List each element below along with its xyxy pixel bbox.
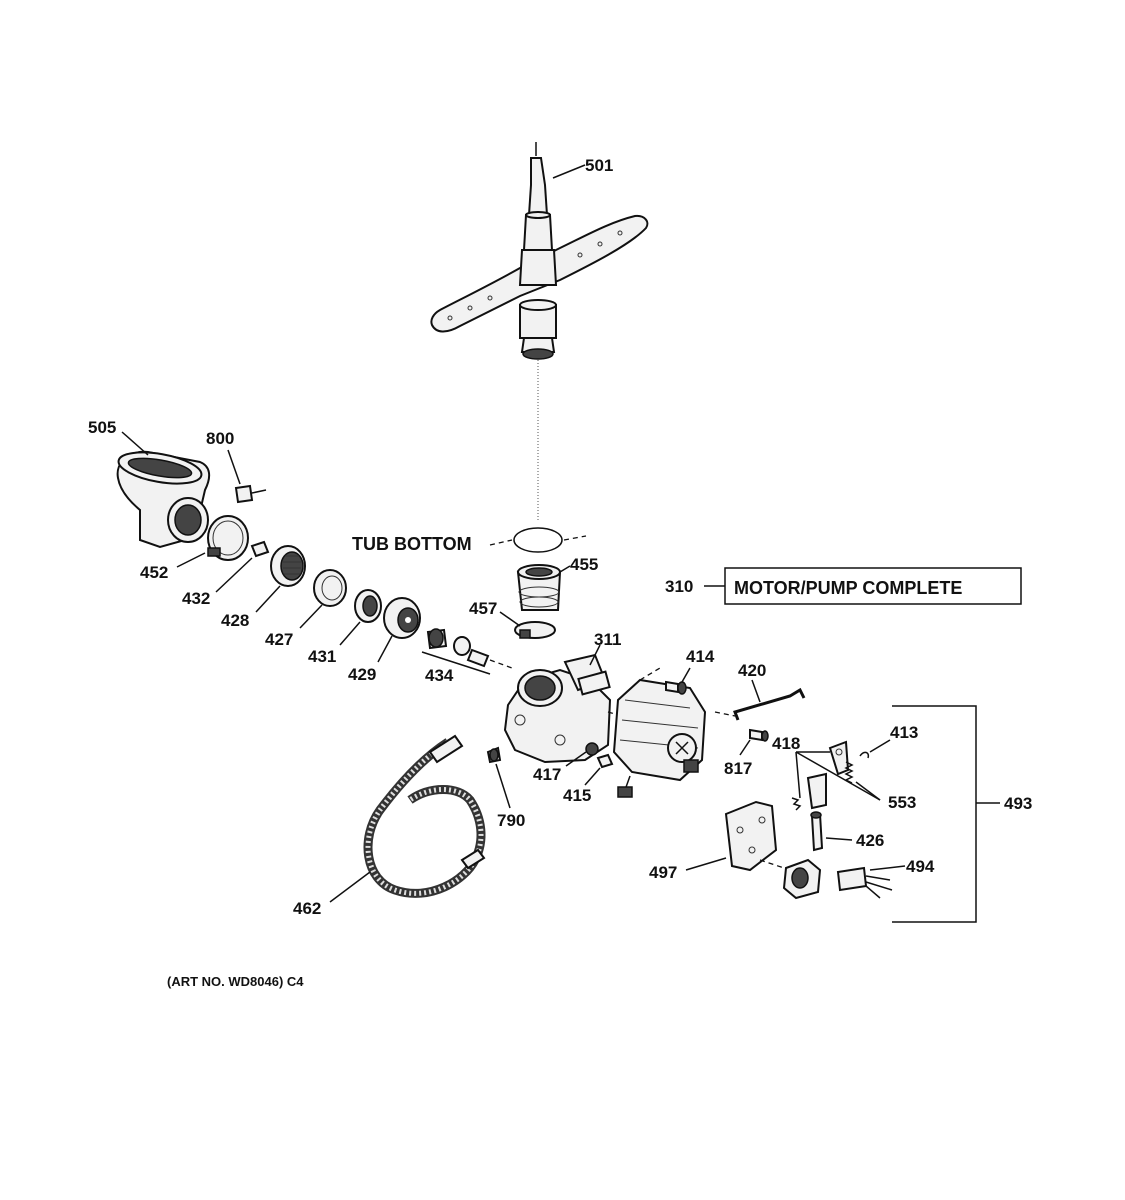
group-bracket-493 <box>892 705 977 923</box>
label-429: 429 <box>348 665 376 684</box>
motor-pump-box[interactable] <box>724 567 1022 605</box>
leader-462 <box>329 871 371 903</box>
label-553: 553 <box>888 793 916 812</box>
art-number: (ART NO. WD8046) C4 <box>167 974 304 989</box>
part-414-screw[interactable] <box>665 680 687 695</box>
label-motor-pump: MOTOR/PUMP COMPLETE <box>734 578 962 598</box>
label-501: 501 <box>585 156 613 175</box>
leader-494 <box>869 865 906 871</box>
leader-501 <box>552 164 586 179</box>
part-428-filter[interactable] <box>270 545 306 587</box>
label-428: 428 <box>221 611 249 630</box>
label-452: 452 <box>140 563 168 582</box>
label-420: 420 <box>738 661 766 680</box>
leader-432 <box>215 557 253 593</box>
leader-417 <box>565 751 587 767</box>
label-505: 505 <box>88 418 116 437</box>
part-solenoid[interactable] <box>782 858 822 900</box>
leader-414 <box>681 667 691 683</box>
leader-428 <box>255 585 281 613</box>
label-427: 427 <box>265 630 293 649</box>
part-429-impeller[interactable] <box>383 597 421 639</box>
label-462: 462 <box>293 899 321 918</box>
part-790-clip[interactable] <box>486 746 502 764</box>
leader-553-b <box>795 751 801 799</box>
label-800: 800 <box>206 429 234 448</box>
part-455-coupling[interactable] <box>516 564 562 611</box>
leader-311 <box>589 644 601 666</box>
label-434: 434 <box>425 666 454 685</box>
part-420-rod[interactable] <box>714 687 806 721</box>
leader-817 <box>739 739 751 756</box>
part-413-clip[interactable] <box>859 751 870 759</box>
part-800-clip[interactable] <box>234 484 267 504</box>
leader-505 <box>121 431 149 456</box>
part-462-drain-hose[interactable] <box>363 734 486 898</box>
leader-455 <box>559 565 571 573</box>
label-817: 817 <box>724 759 752 778</box>
label-432: 432 <box>182 589 210 608</box>
label-418: 418 <box>772 734 800 753</box>
part-457-clamp[interactable] <box>514 621 556 639</box>
leader-553-a <box>795 751 881 801</box>
label-415: 415 <box>563 786 591 805</box>
label-417: 417 <box>533 765 561 784</box>
leader-452 <box>176 552 206 568</box>
leader-429 <box>377 635 393 663</box>
part-311-pump[interactable] <box>503 653 631 764</box>
label-455: 455 <box>570 555 598 574</box>
label-413: 413 <box>890 723 918 742</box>
leader-420 <box>751 679 761 703</box>
part-434-seal-group[interactable] <box>421 628 513 675</box>
leader-415 <box>584 767 601 786</box>
part-505-sump[interactable] <box>116 447 211 549</box>
label-494: 494 <box>906 857 935 876</box>
label-497: 497 <box>649 863 677 882</box>
part-431-ring[interactable] <box>354 589 382 623</box>
label-493: 493 <box>1004 794 1032 813</box>
label-431: 431 <box>308 647 336 666</box>
label-426: 426 <box>856 831 884 850</box>
part-426-pin[interactable] <box>810 811 824 852</box>
motor[interactable] <box>612 667 707 798</box>
tub-bottom-ring[interactable] <box>489 527 587 553</box>
label-414: 414 <box>686 647 715 666</box>
part-494-terminal[interactable] <box>836 866 893 899</box>
part-415-nut[interactable] <box>596 753 614 769</box>
leader-790 <box>495 763 511 809</box>
leader-800 <box>227 449 241 485</box>
label-790: 790 <box>497 811 525 830</box>
leader-426 <box>825 837 853 841</box>
part-432-clip[interactable] <box>250 540 270 558</box>
leader-457 <box>499 611 521 627</box>
part-417-washer[interactable] <box>585 742 599 756</box>
part-452-clamp[interactable] <box>207 515 249 561</box>
label-310: 310 <box>665 577 693 596</box>
leader-413 <box>869 739 891 753</box>
part-817-screw[interactable] <box>749 728 769 742</box>
part-497-bracket[interactable] <box>724 800 791 872</box>
leader-553-c <box>855 781 881 801</box>
label-457: 457 <box>469 599 497 618</box>
label-311: 311 <box>594 630 621 649</box>
leader-431 <box>339 621 361 646</box>
label-tub-bottom: TUB BOTTOM <box>352 534 472 554</box>
leader-497 <box>685 857 727 871</box>
part-427-ring[interactable] <box>313 569 347 607</box>
part-418-bracket[interactable] <box>806 740 850 810</box>
spray-arm-assembly[interactable] <box>430 142 649 520</box>
part-553-springs[interactable] <box>791 761 854 811</box>
leader-427 <box>299 604 323 629</box>
